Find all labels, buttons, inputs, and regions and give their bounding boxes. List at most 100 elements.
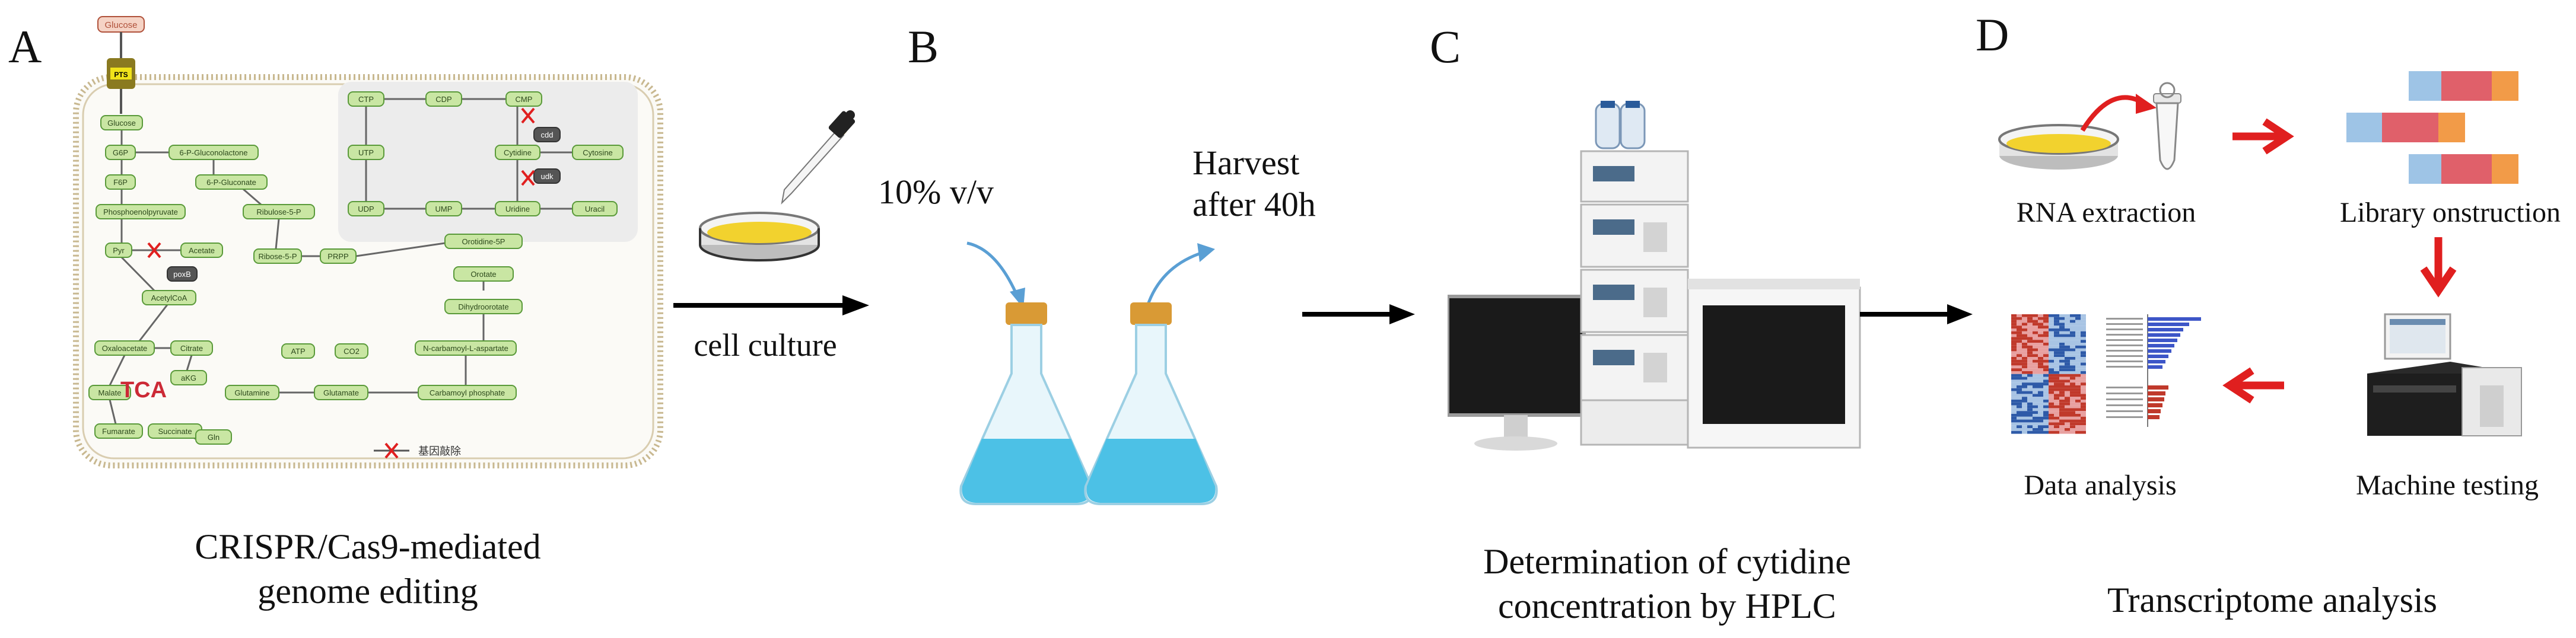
node-label: UDP [358,205,374,213]
pts-transporter-label: PTS [114,71,128,79]
petri-dish-icon [699,110,856,261]
node-cmp: CMP [505,91,542,107]
node-ribulose-5-p: Ribulose-5-P [243,204,315,219]
red-arrow-right [2232,118,2294,155]
node-udp: UDP [348,201,384,216]
node-label: Succinate [158,427,192,436]
node-label: aKG [181,374,196,382]
node-label: Glutamine [234,388,269,397]
rna-extraction-icon [1998,82,2181,170]
node-6-p-gluconate: 6-P-Gluconate [195,174,268,190]
node-label: Ribulose-5-P [256,208,301,216]
node-gln: Gln [195,429,232,445]
node-succinate: Succinate [148,423,202,439]
node-label: Glutamate [323,388,359,397]
node-pyr: Pyr [105,243,132,258]
node-label: Carbamoyl phosphate [430,388,505,397]
node-ump: UMP [425,201,462,216]
node-co2: CO2 [335,343,368,359]
step-library-construction: Library onstruction [2340,197,2561,228]
node-label: Malate [98,388,121,397]
library-construction-icon [2346,71,2518,184]
enrichment-barplot-thumbnail [2106,314,2201,427]
flask-1 [959,302,1093,505]
node-label: udk [541,172,554,181]
step-rna-extraction: RNA extraction [2016,197,2196,228]
node-ctp: CTP [348,91,384,107]
node-label: Gln [208,433,220,442]
node-phosphoenolpyruvate: Phosphoenolpyruvate [96,204,186,219]
step-machine-testing: Machine testing [2356,470,2539,501]
caption-c-line2: concentration by HPLC [1498,586,1836,626]
knockout-cross [521,170,535,186]
caption-a: CRISPR/Cas9-mediated genome editing [71,525,664,614]
node-label: Glucose [107,119,136,127]
pathway-edge [109,355,126,386]
pathway-edge [120,256,155,292]
data-analysis-icon [2011,314,2201,434]
node-carbamoyl-phosphate: Carbamoyl phosphate [418,385,517,400]
node-uridine: Uridine [495,201,540,216]
node-citrate: Citrate [170,340,213,356]
cell-culture-label: cell culture [694,327,837,363]
node-label: Pyr [113,246,125,255]
knockout-legend-text: 基因敲除 [418,445,461,457]
harvest-line1: Harvest [1192,143,1300,182]
caption-c: Determination of cytidine concentration … [1418,540,1916,629]
node-label: Cytosine [583,148,613,157]
flasks-illustration [959,241,1218,505]
node-label: cdd [541,130,554,139]
node-glutamate: Glutamate [314,385,368,400]
node-glutamine: Glutamine [225,385,279,400]
node-uracil: Uracil [572,201,618,216]
node-atp: ATP [281,343,315,359]
node-label: CDP [435,95,451,104]
inoculum-label: 10% v/v [878,173,994,211]
node-orotate: Orotate [453,266,514,282]
pathway-edge [355,242,446,257]
caption-d: Transcriptome analysis [2107,580,2438,620]
node-label: AcetylCoA [151,294,187,302]
node-label: ATP [291,347,305,356]
node-f6p: F6P [105,174,136,190]
pyrimidine-box [338,82,638,242]
node-label: Oxaloacetate [102,344,148,353]
pathway-edge [243,188,262,206]
node-ribose-5-p: Ribose-5-P [253,248,302,264]
node-acetate: Acetate [180,243,223,258]
pathway-edge [186,355,193,371]
panel-label-c: C [1430,21,1461,72]
node-label: F6P [113,178,128,187]
heatmap-thumbnail [2011,314,2086,434]
node-6-p-gluconolactone: 6-P-Gluconolactone [168,145,259,160]
node-orotidine-5p: Orotidine-5P [444,234,523,249]
node-label: 6-P-Gluconate [206,178,256,187]
node-label: Uracil [585,205,605,213]
node-label: N-carbamoyl-L-aspartate [423,344,508,353]
panel-label-a: A [8,21,42,72]
step-data-analysis: Data analysis [2024,470,2177,501]
node-oxaloacetate: Oxaloacetate [94,340,155,356]
arrow-a-to-b [673,295,869,315]
panel-label-b: B [908,21,939,72]
red-arrow-down [2420,237,2457,298]
tca-cycle-label: TCA [120,378,167,403]
node-label: Phosphoenolpyruvate [103,208,178,216]
node-label: poxB [173,270,191,279]
knockout-legend: 基因敲除 [374,442,461,459]
knockout-cross [521,107,535,124]
node-label: CTP [358,95,374,104]
node-label: Orotidine-5P [462,237,505,246]
node-label: Acetate [189,246,215,255]
node-label: UMP [435,205,453,213]
hplc-stack [1580,150,1689,446]
node-cytosine: Cytosine [572,145,624,160]
hplc-instrument-illustration [1448,101,1861,451]
node-n-carbamoyl-l-aspartate: N-carbamoyl-L-aspartate [415,340,517,356]
node-dihydroorotate: Dihydroorotate [444,299,523,314]
node-fumarate: Fumarate [94,423,143,439]
node-glucose: Glucose [100,115,143,130]
node-label: G6P [113,148,128,157]
node-malate: Malate [88,385,131,400]
